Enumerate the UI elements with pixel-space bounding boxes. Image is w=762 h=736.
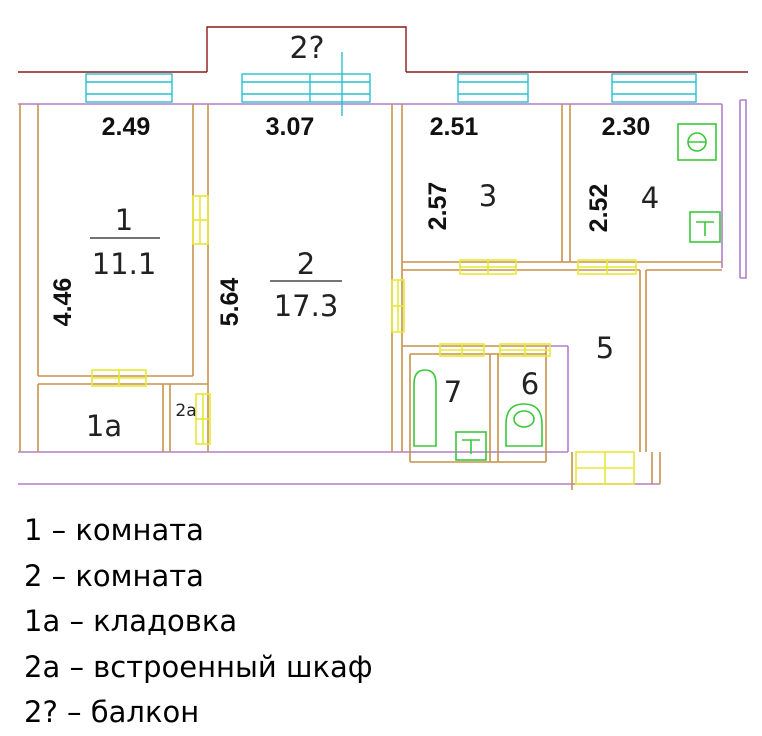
window-room1	[85, 73, 173, 103]
legend-item: 2? – балкон	[24, 695, 200, 729]
window-room2	[241, 52, 371, 116]
door-room6	[499, 343, 551, 357]
toilet-icon	[505, 403, 543, 447]
doors	[91, 195, 637, 485]
room1a-label: 1a	[86, 409, 122, 443]
partition-lines	[18, 99, 747, 485]
length-room1: 4.46	[49, 278, 77, 327]
width-room4: 2.30	[602, 113, 651, 141]
sink-icon	[677, 123, 717, 161]
door-room4	[577, 259, 637, 275]
room6-label: 6	[521, 367, 539, 401]
window-room3	[457, 73, 529, 103]
stove-icon	[689, 211, 721, 243]
washbasin-icon	[455, 431, 487, 461]
balcony-label: 2?	[289, 31, 324, 66]
length-room3: 2.57	[424, 182, 452, 231]
legend-item: 1а – кладовка	[24, 604, 238, 638]
dimension-labels: 2.49 3.07 2.51 2.30 4.46 5.64 2.57 2.52	[49, 113, 650, 326]
room4-label: 4	[641, 181, 659, 215]
legend-item: 2 – комната	[24, 558, 204, 593]
door-room1-room2	[192, 195, 209, 245]
door-entrance	[575, 451, 635, 485]
bathtub-icon	[413, 369, 437, 447]
room-labels: 1 11.1 2 17.3 3 4 5 6 7 1a 2a	[86, 179, 659, 443]
window-room4	[611, 73, 697, 103]
legend-item: 2а – встроенный шкаф	[24, 649, 373, 684]
fixtures	[413, 123, 721, 461]
width-room3: 2.51	[430, 113, 479, 141]
room1-area: 11.1	[92, 247, 157, 281]
door-room1-1a	[91, 369, 147, 387]
exterior-outline	[18, 26, 748, 73]
windows	[85, 52, 697, 116]
room1-number: 1	[115, 203, 133, 237]
width-room1: 2.49	[102, 113, 151, 141]
floor-plan: 2?	[18, 26, 748, 490]
width-room2: 3.07	[266, 113, 315, 141]
room2-area: 17.3	[274, 289, 339, 323]
length-room2: 5.64	[216, 278, 244, 327]
door-2a	[195, 393, 211, 445]
room2a-label: 2a	[175, 401, 196, 421]
room7-label: 7	[444, 375, 462, 409]
walls	[19, 104, 722, 490]
door-room2-hall	[391, 279, 405, 333]
door-room3	[459, 259, 517, 275]
room3-label: 3	[479, 179, 497, 213]
legend-item: 1 – комната	[24, 513, 204, 547]
length-room4: 2.52	[585, 184, 613, 233]
room5-label: 5	[596, 331, 614, 365]
door-room7	[439, 343, 485, 357]
legend: 1 – комната 2 – комната 1а – кладовка 2а…	[24, 508, 373, 736]
room2-number: 2	[297, 247, 315, 281]
